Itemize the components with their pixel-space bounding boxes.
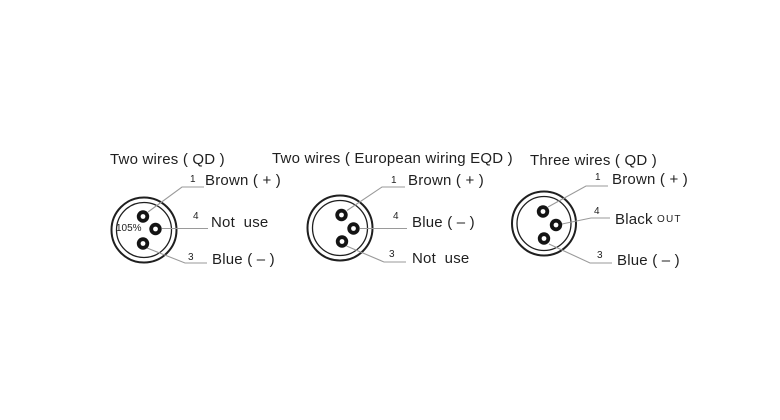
pin-4-hole <box>351 226 356 231</box>
diagram3-pin3-label: Blue ( – ) <box>617 252 680 269</box>
diagram2-pin4-number: 4 <box>393 211 399 222</box>
diagram2-pin1-number: 1 <box>391 175 397 186</box>
diagram3-pin4-label-suffix: OUT <box>657 214 682 225</box>
connector-outer-ring <box>511 190 577 257</box>
pin-3-hole <box>339 239 345 244</box>
leader-line-pin1 <box>547 185 608 208</box>
diagram3-pin1-number: 1 <box>595 172 601 183</box>
leader-line-pin3 <box>146 247 207 264</box>
diagram2-pin1-label: Brown ( + ) <box>408 172 484 189</box>
diagram2-pin3-number: 3 <box>389 249 395 260</box>
pin-4-hole <box>553 222 559 228</box>
diagram1-title: Two wires ( QD ) <box>110 151 225 168</box>
leader-line-pin3 <box>548 243 612 264</box>
diagram3-pin4-label: Black <box>615 211 653 228</box>
diagram1-pin1-number: 1 <box>190 174 196 185</box>
connector-two-wires-qd <box>110 186 208 264</box>
diagram1-connector-marking: 105% <box>116 223 142 234</box>
leader-line-pin1 <box>346 186 405 211</box>
diagram3-title: Three wires ( QD ) <box>530 152 657 169</box>
connector-inner-ring <box>516 195 572 252</box>
diagram2-pin3-label: Not use <box>412 250 470 267</box>
connector-inner-ring <box>115 201 173 259</box>
diagram2-title: Two wires ( European wiring EQD ) <box>272 150 513 167</box>
diagram1-pin4-label: Not use <box>211 214 269 231</box>
connector-two-wires-eqd <box>306 186 407 263</box>
pin-1-hole <box>140 214 146 219</box>
diagram3-pin4-number: 4 <box>594 206 600 217</box>
pin-1-hole <box>339 212 344 218</box>
connector-three-wires-qd <box>511 185 612 264</box>
pin-1-hole <box>540 209 546 214</box>
leader-line-pin3 <box>346 245 406 263</box>
diagram1-pin3-number: 3 <box>188 252 194 263</box>
diagram1-pin4-number: 4 <box>193 211 199 222</box>
leader-line-pin4 <box>561 217 610 225</box>
pin-3-hole <box>541 236 547 241</box>
connector-outer-ring <box>110 196 178 264</box>
diagram3-pin1-label: Brown ( + ) <box>612 171 688 188</box>
diagram2-pin4-label: Blue ( – ) <box>412 214 475 231</box>
pin-4-hole <box>153 226 158 232</box>
leader-line-pin1 <box>147 186 204 213</box>
diagram1-pin1-label: Brown ( + ) <box>205 172 281 189</box>
pin-3-hole <box>140 241 146 246</box>
diagram3-pin3-number: 3 <box>597 250 603 261</box>
diagram1-pin3-label: Blue ( – ) <box>212 251 275 268</box>
